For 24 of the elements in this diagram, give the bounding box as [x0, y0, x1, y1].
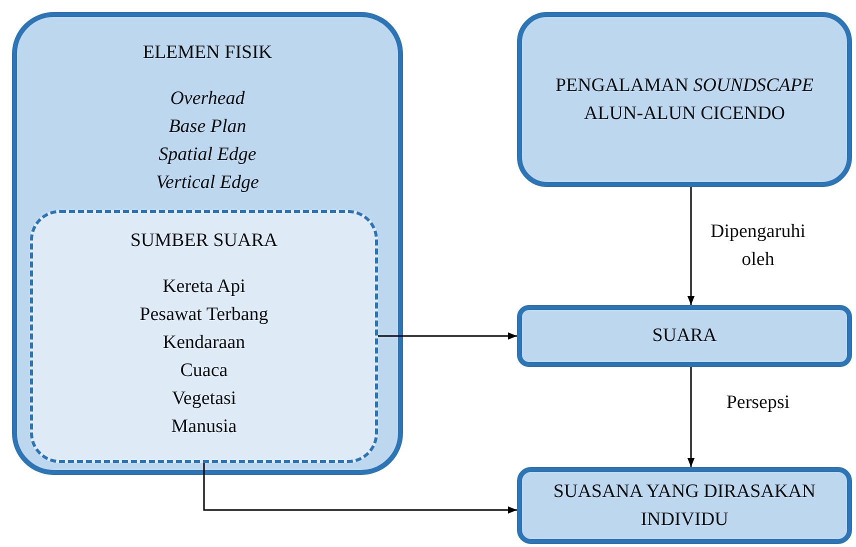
- node-text: Spatial Edge: [158, 143, 256, 167]
- node-text: Kendaraan: [162, 331, 246, 355]
- process-box: [517, 12, 852, 187]
- node-text: Pesawat Terbang: [140, 303, 268, 327]
- dashed-group-box: [30, 210, 378, 463]
- node-text: Manusia: [171, 415, 237, 439]
- node-text: Overhead: [170, 87, 245, 111]
- arrow: [203, 463, 517, 514]
- node-text: Cuaca: [180, 359, 228, 383]
- node-text: SUARA: [652, 324, 717, 348]
- node-text: Base Plan: [168, 115, 246, 139]
- process-box: [517, 305, 852, 367]
- group-title: SUMBER SUARA: [130, 229, 278, 253]
- arrow: [687, 187, 695, 305]
- node-text: PENGALAMAN SOUNDSCAPE ALUN-ALUN CICENDO: [554, 74, 815, 126]
- arrow: [687, 367, 695, 467]
- node-text: SUASANA YANG DIRASAKAN INDIVIDU: [552, 480, 817, 532]
- group-title: ELEMEN FISIK: [142, 41, 272, 65]
- group-box: [12, 12, 403, 475]
- arrow: [378, 332, 517, 340]
- node-text: Vertical Edge: [156, 171, 259, 195]
- node-text: Vegetasi: [172, 387, 236, 411]
- process-box: [517, 467, 852, 544]
- node-text: Kereta Api: [162, 275, 246, 299]
